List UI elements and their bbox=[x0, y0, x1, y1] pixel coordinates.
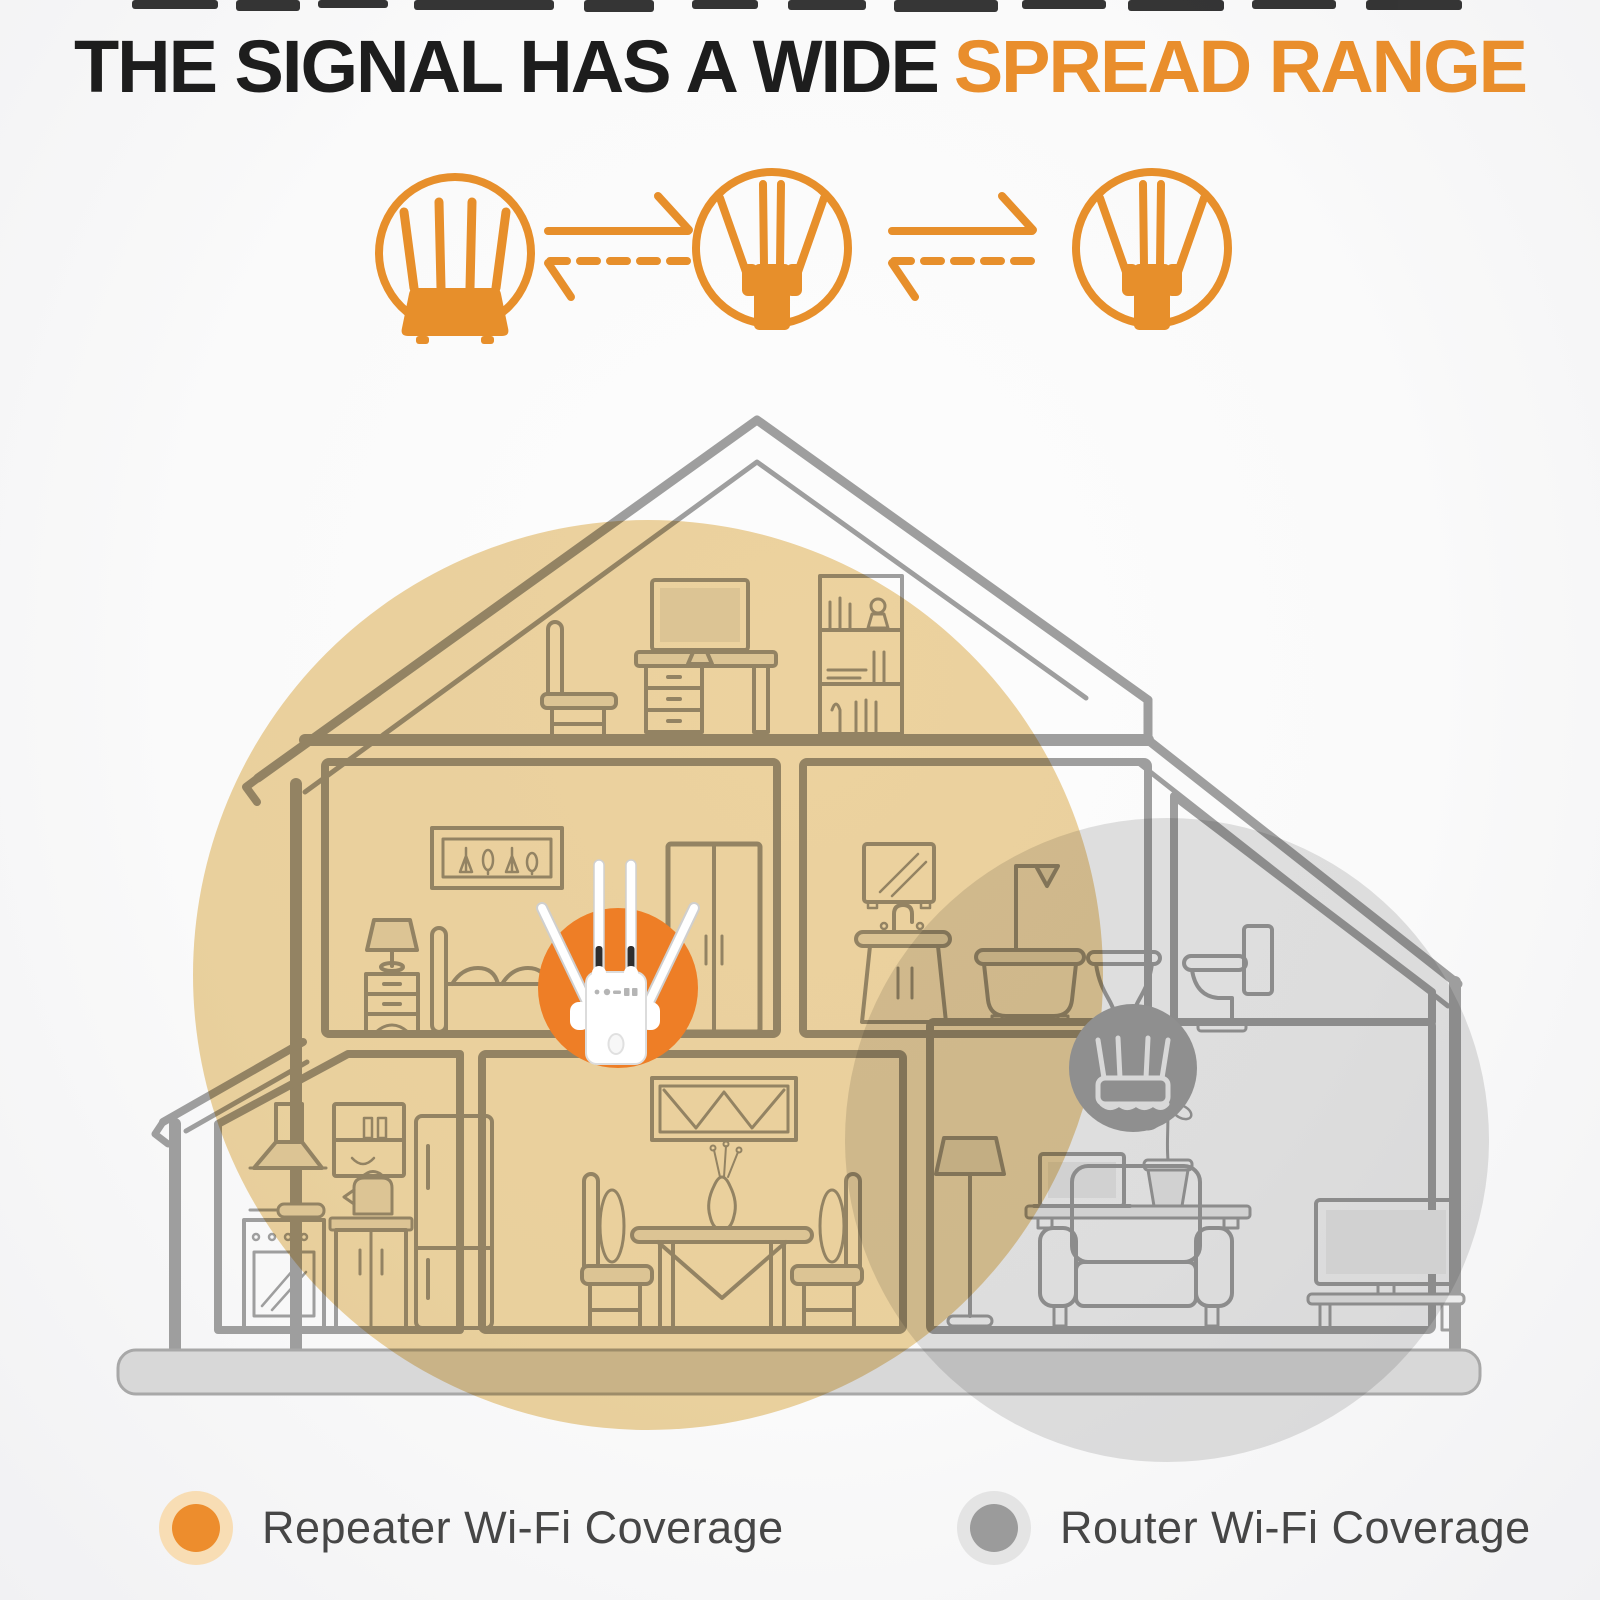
router-glyph-icon bbox=[1095, 1035, 1171, 1110]
legend-label-repeater: Repeater Wi-Fi Coverage bbox=[262, 1502, 784, 1553]
signal-arrows bbox=[544, 192, 693, 301]
title-dark-text: THE SIGNAL HAS A WIDE bbox=[73, 25, 940, 108]
legend-item-router: Router Wi-Fi Coverage bbox=[956, 1490, 1531, 1566]
arrow-solid-right-icon bbox=[888, 192, 1037, 235]
signal-flow-row bbox=[375, 168, 1232, 344]
top-edge-artifacts bbox=[132, 0, 1462, 12]
repeater-device bbox=[536, 859, 700, 1065]
wifi-router-icon bbox=[375, 173, 535, 344]
router-coverage-circle bbox=[845, 818, 1489, 1462]
wifi-repeater-icon bbox=[1072, 168, 1232, 330]
arrow-dashed-left-icon bbox=[544, 257, 692, 301]
arrow-solid-right-icon bbox=[544, 192, 693, 235]
status-leds bbox=[594, 988, 638, 996]
router-coverage-dot-icon bbox=[957, 1491, 1031, 1565]
repeater-device-badge bbox=[536, 859, 700, 1068]
wifi-repeater-icon bbox=[692, 168, 852, 330]
legend-label-router: Router Wi-Fi Coverage bbox=[1060, 1502, 1531, 1553]
router-device-badge bbox=[1069, 1004, 1197, 1132]
repeater-coverage-dot-icon bbox=[159, 1491, 233, 1565]
arrow-dashed-left-icon bbox=[888, 257, 1036, 301]
legend-item-repeater: Repeater Wi-Fi Coverage bbox=[158, 1490, 784, 1566]
signal-arrows bbox=[888, 192, 1037, 301]
title-accent-text: SPREAD RANGE bbox=[953, 25, 1528, 108]
